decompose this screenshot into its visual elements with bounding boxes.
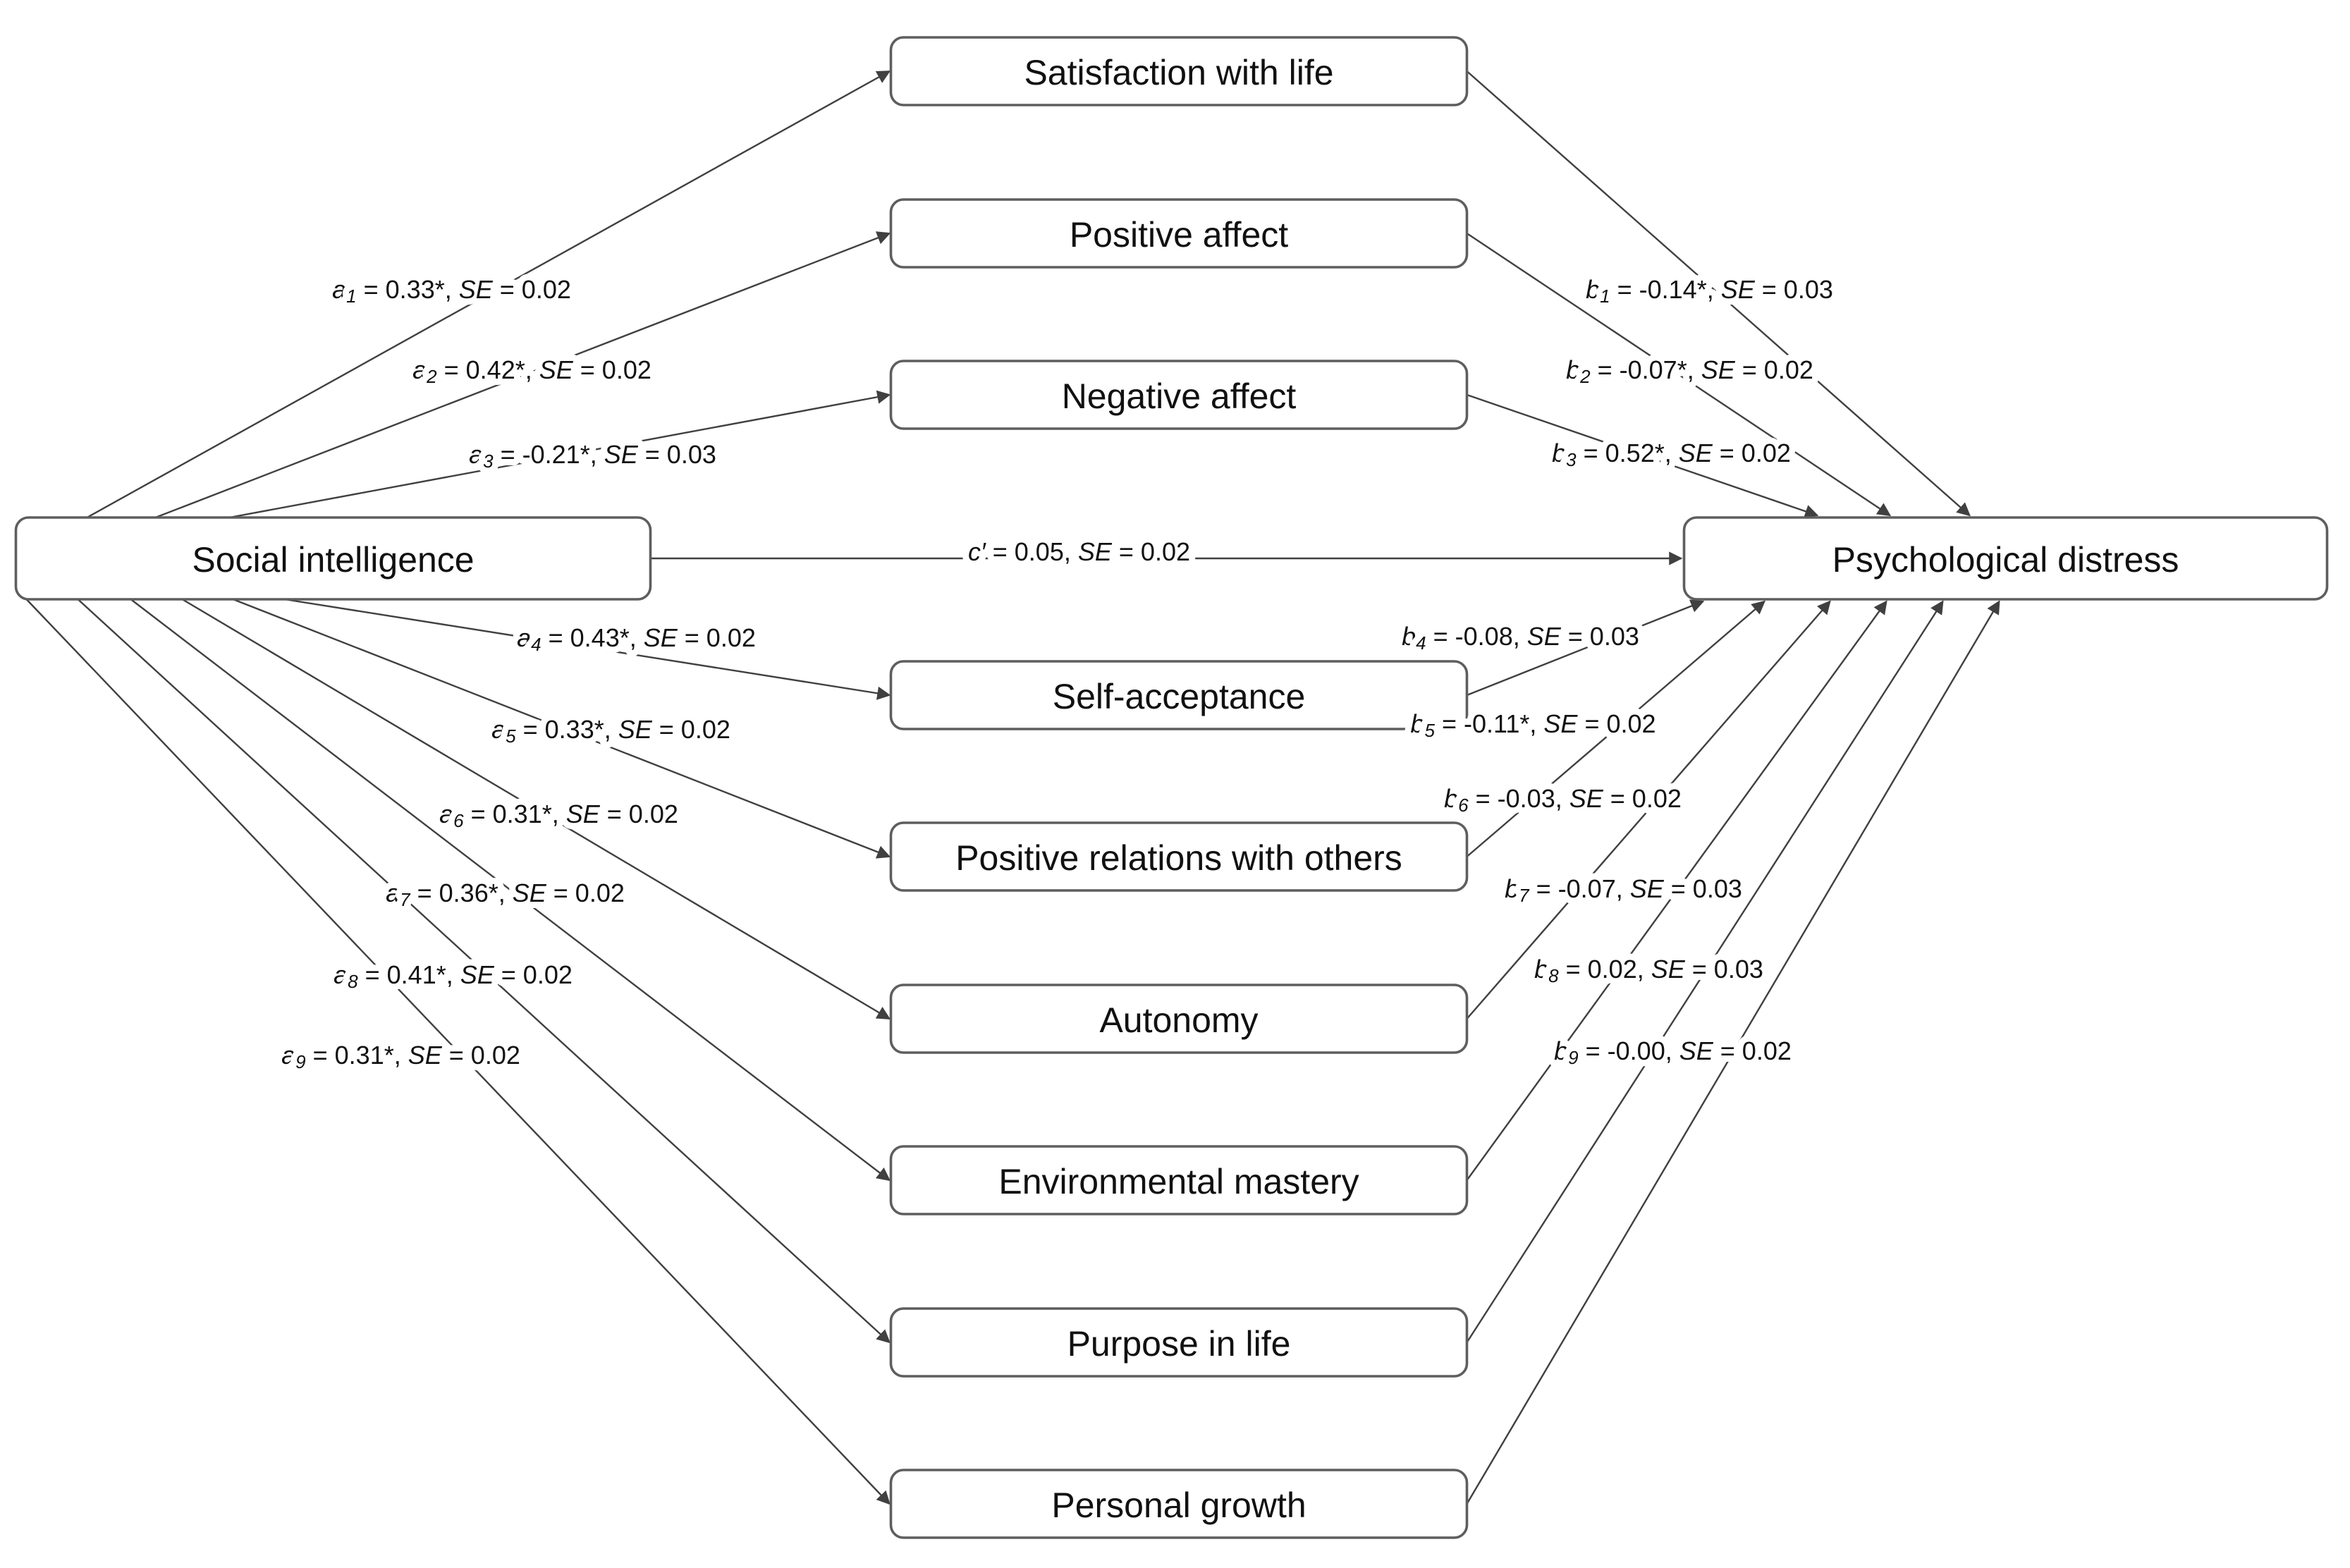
mediator-3-box <box>889 360 1469 430</box>
outcome-box <box>1682 516 2329 601</box>
direct-path-label: c′ = 0.05, SE = 0.02 <box>968 537 1190 566</box>
a-path-5 <box>233 598 891 859</box>
mediator-7-box <box>889 1145 1469 1215</box>
mediator-5-label: Positive relations with others <box>955 838 1402 878</box>
b-path-7 <box>1466 600 1887 1181</box>
b-coefficient-label-8: b8 = 0.02, SE = 0.03 <box>1534 955 1763 987</box>
a-coefficient-label-5: a5 = 0.33*, SE = 0.02 <box>491 715 730 747</box>
predictor-label: Social intelligence <box>192 540 474 580</box>
a-coefficient-label-6: a6 = 0.31*, SE = 0.02 <box>439 800 678 832</box>
b-path-6 <box>1466 600 1831 1019</box>
b-coefficient-label-1: b1 = -0.14*, SE = 0.03 <box>1586 275 1833 307</box>
mediator-7-label: Environmental mastery <box>998 1162 1359 1201</box>
a-path-7 <box>130 599 891 1182</box>
a-coefficient-label-4: a4 = 0.43*, SE = 0.02 <box>517 623 756 656</box>
a-path-6 <box>181 598 891 1020</box>
mediator-8-label: Purpose in life <box>1067 1324 1291 1364</box>
a-path-3 <box>229 390 891 519</box>
a-coefficient-label-1: a1 = 0.33*, SE = 0.02 <box>332 275 571 307</box>
mediator-8-box <box>889 1307 1469 1378</box>
b-path-2 <box>1466 233 1892 517</box>
mediator-5-box <box>889 821 1469 892</box>
mediator-4-box <box>889 660 1469 730</box>
edges-layer <box>25 70 2000 1505</box>
b-path-9 <box>1466 600 2000 1505</box>
b-path-4 <box>1467 599 1705 697</box>
mediator-6-label: Autonomy <box>1099 1000 1258 1040</box>
b-coefficient-label-7: b7 = -0.07, SE = 0.03 <box>1505 874 1742 907</box>
outcome-label: Psychological distress <box>1832 540 2179 580</box>
nodes-layer: Social intelligence Psychological distres… <box>14 36 2329 1539</box>
a-coefficient-label-3: a3 = -0.21*, SE = 0.03 <box>469 440 716 472</box>
b-coefficient-label-3: b3 = 0.52*, SE = 0.02 <box>1552 439 1791 471</box>
b-path-8 <box>1466 600 1944 1343</box>
a-coefficient-label-7: a7 = 0.36*, SE = 0.02 <box>386 878 625 911</box>
mediator-1-box <box>889 36 1469 106</box>
mediator-9-label: Personal growth <box>1051 1486 1306 1525</box>
a-coefficient-label-2: a2 = 0.42*, SE = 0.02 <box>412 355 651 388</box>
a-path-9 <box>25 599 891 1505</box>
b-coefficient-label-4: b4 = -0.08, SE = 0.03 <box>1402 622 1639 654</box>
b-coefficient-label-2: b2 = -0.07*, SE = 0.02 <box>1566 355 1813 388</box>
a-path-2 <box>155 231 891 519</box>
b-path-3 <box>1467 393 1819 518</box>
a-path-4 <box>284 598 891 700</box>
a-path-1 <box>86 70 891 519</box>
a-coefficient-label-8: a8 = 0.41*, SE = 0.02 <box>333 960 573 993</box>
b-coefficient-label-6: b6 = -0.03, SE = 0.02 <box>1444 784 1682 816</box>
mediator-2-label: Positive affect <box>1070 215 1288 255</box>
mediator-1-label: Satisfaction with life <box>1024 53 1333 92</box>
mediator-4-label: Self-acceptance <box>1053 677 1306 716</box>
b-path-1 <box>1466 71 1971 517</box>
predictor-box <box>14 516 652 601</box>
a-path-8 <box>77 599 891 1344</box>
mediator-3-label: Negative affect <box>1062 376 1297 416</box>
mediator-6-box <box>889 984 1469 1054</box>
a-coefficient-label-9: a9 = 0.31*, SE = 0.02 <box>281 1041 520 1073</box>
b-coefficient-label-5: b5 = -0.11*, SE = 0.02 <box>1410 709 1656 742</box>
b-coefficient-label-9: b9 = -0.00, SE = 0.02 <box>1554 1036 1792 1069</box>
mediator-9-box <box>889 1469 1469 1539</box>
b-path-5 <box>1466 600 1765 857</box>
mediator-2-box <box>889 198 1469 269</box>
